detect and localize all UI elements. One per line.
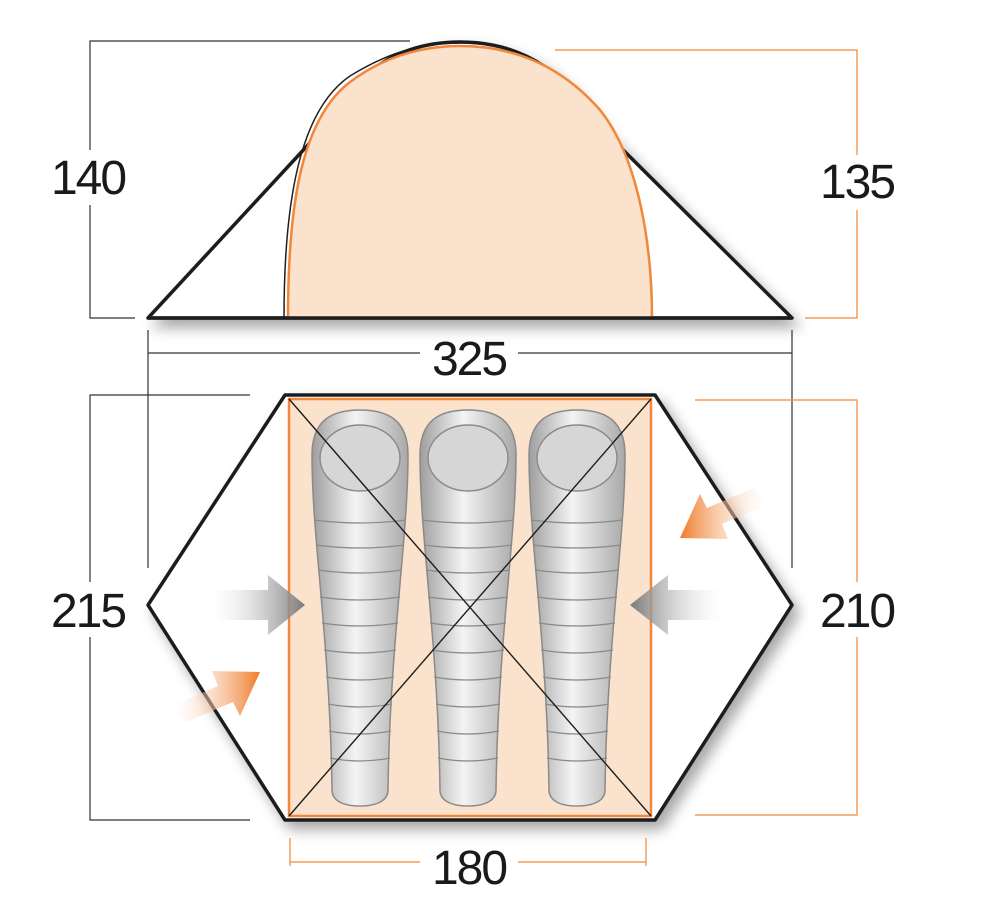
label-inner-width: 180 xyxy=(432,842,506,895)
sleeping-bags xyxy=(311,409,626,807)
vestibule-arrow-icon xyxy=(172,671,260,722)
label-length-right: 210 xyxy=(820,585,894,638)
label-height-front: 135 xyxy=(820,156,894,209)
label-height-rear: 140 xyxy=(51,152,125,205)
label-length-left: 215 xyxy=(51,585,125,638)
sleeping-bag xyxy=(419,409,517,807)
tent-side-view xyxy=(89,40,858,320)
pole-line xyxy=(283,42,461,319)
door-arrow-icon xyxy=(630,575,722,635)
pole-cross-2 xyxy=(288,398,652,817)
label-total-length: 325 xyxy=(432,333,506,386)
inner-width-guide xyxy=(289,838,647,866)
tent-floor-plan xyxy=(89,393,858,822)
sleeping-bag xyxy=(528,409,626,807)
inner-tent-side xyxy=(286,44,654,320)
vestibule-arrow-icon xyxy=(680,488,768,539)
total-length-guide xyxy=(147,330,793,568)
door-arrow-icon xyxy=(212,575,305,635)
